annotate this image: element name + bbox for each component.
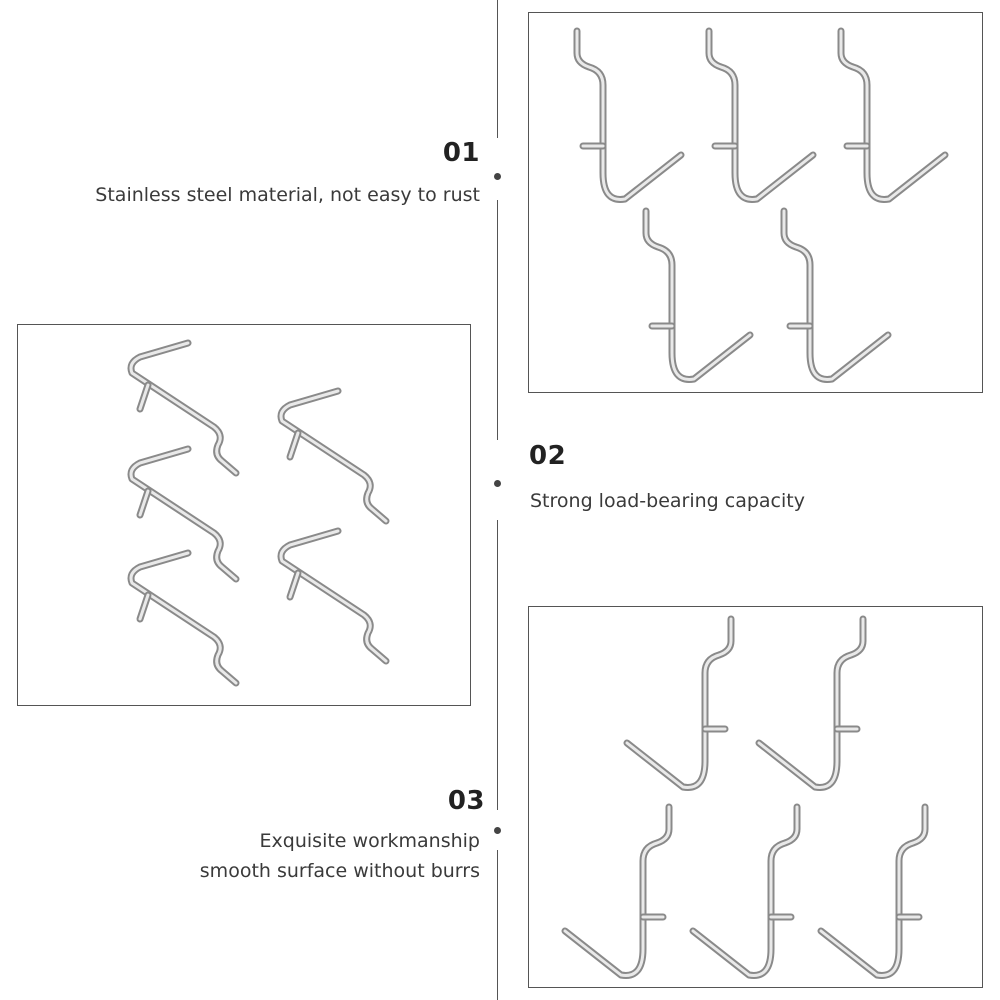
feature-number-02: 02 (529, 441, 567, 471)
hook-5 (784, 211, 888, 379)
hooks-mirrored-view-image (528, 606, 983, 988)
hook-4 (646, 211, 750, 379)
timeline-line-mid (497, 200, 498, 440)
feature-text-01: Stainless steel material, not easy to ru… (95, 184, 480, 206)
hooks-lying-view-art (18, 325, 472, 707)
hook-5 (821, 807, 925, 975)
feature-text-03-line-2: smooth surface without burrs (199, 860, 480, 882)
hook-2 (709, 31, 813, 199)
hooks-front-view-art (529, 13, 984, 394)
hook-2 (759, 619, 863, 787)
hook-2 (281, 391, 386, 521)
hooks-mirrored-view-art (529, 607, 984, 989)
hook-3 (131, 449, 236, 579)
timeline-line-top (497, 0, 498, 138)
hooks-front-view-image (528, 12, 983, 393)
hook-4 (693, 807, 797, 975)
timeline-dot-01 (494, 173, 501, 180)
hook-1 (627, 619, 731, 787)
hook-5 (131, 553, 236, 683)
feature-text-03-line-1: Exquisite workmanship (259, 830, 480, 852)
timeline-dot-03 (494, 827, 501, 834)
feature-text-02: Strong load-bearing capacity (530, 490, 805, 512)
hook-4 (281, 531, 386, 661)
feature-text-03: Exquisite workmanship smooth surface wit… (200, 826, 480, 886)
feature-number-03: 03 (447, 786, 485, 816)
hook-3 (841, 31, 945, 199)
hooks-lying-view-image (17, 324, 471, 706)
timeline-line-low (497, 520, 498, 810)
hook-1 (577, 31, 681, 199)
timeline-dot-02 (494, 480, 501, 487)
feature-number-01: 01 (442, 138, 480, 168)
timeline-line-bottom (497, 850, 498, 1000)
hook-3 (565, 807, 669, 975)
